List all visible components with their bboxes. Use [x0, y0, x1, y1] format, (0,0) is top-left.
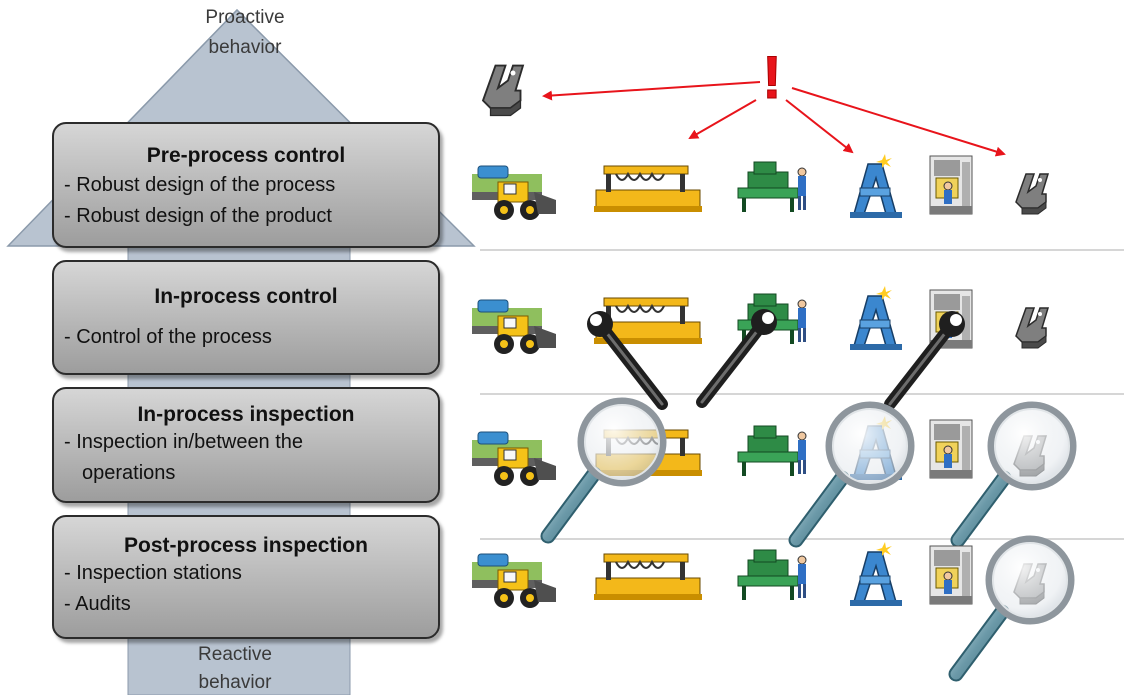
- in-process-item: - Control of the process: [64, 326, 272, 348]
- in-process-control-box: In-process control - Control of the proc…: [52, 260, 440, 375]
- post-process-inspection-row: [471, 539, 1071, 674]
- alert-arrow: [542, 81, 761, 101]
- alert-arrow: [688, 99, 757, 139]
- press-machine-icon: [737, 549, 807, 601]
- post-process-inspection-box: Post-process inspection - Inspection sta…: [52, 515, 440, 639]
- in-process-inspection-row: [471, 401, 1073, 540]
- alert-exclamation-icon: !: [762, 44, 782, 111]
- in-process-control-row: [471, 285, 1049, 404]
- product-part-icon: [1015, 173, 1049, 215]
- loader-machine-icon: [471, 165, 557, 221]
- loader-machine-icon: [471, 553, 557, 609]
- pre-process-item: - Robust design of the product: [64, 205, 332, 227]
- in-process-control-title: In-process control: [154, 285, 338, 308]
- pre-process-item: - Robust design of the process: [64, 174, 336, 196]
- proactive-label: Proactive behavior: [170, 3, 320, 63]
- reactive-label-line2: behavior: [198, 672, 272, 693]
- post-process-item: - Audits: [64, 593, 131, 615]
- pre-process-row: [471, 153, 1049, 221]
- welding-fixture-icon: [849, 541, 903, 607]
- magnifier-icon: [548, 401, 663, 536]
- in-process-inspection-title: In-process inspection: [137, 403, 355, 426]
- magnifier-icon: [956, 539, 1071, 674]
- magnifier-icon: [958, 405, 1073, 540]
- welding-fixture-icon: [849, 285, 903, 351]
- pre-process-control-box: Pre-process control - Robust design of t…: [52, 122, 440, 248]
- loader-machine-icon: [471, 299, 557, 355]
- proactive-label-line2: behavior: [208, 37, 282, 58]
- cutting-machine-icon: [593, 165, 703, 213]
- loader-machine-icon: [471, 431, 557, 487]
- in-process-inspection-item: operations: [82, 462, 176, 484]
- press-machine-icon: [737, 161, 807, 213]
- reactive-label: Reactive behavior: [160, 641, 310, 697]
- cutting-machine-icon: [593, 553, 703, 601]
- alert-arrows: [542, 81, 1006, 157]
- in-process-inspection-item: - Inspection in/between the: [64, 431, 304, 453]
- alert-arrow: [791, 87, 1006, 157]
- reactive-label-line1: Reactive: [198, 644, 272, 665]
- pre-process-control-title: Pre-process control: [146, 144, 346, 167]
- proactive-label-line1: Proactive: [205, 7, 285, 28]
- product-part-icon: [1015, 307, 1049, 349]
- product-part-icon: [482, 64, 524, 117]
- welding-fixture-icon: [849, 153, 903, 219]
- assembly-station-icon: [929, 545, 973, 605]
- post-process-item: - Inspection stations: [64, 562, 242, 584]
- magnifier-icon: [796, 405, 911, 540]
- assembly-station-icon: [929, 155, 973, 215]
- assembly-station-icon: [929, 419, 973, 479]
- in-process-inspection-box: In-process inspection - Inspection in/be…: [52, 387, 440, 503]
- press-machine-icon: [737, 425, 807, 477]
- alert-arrow: [785, 99, 854, 154]
- wrench-icon: [890, 311, 965, 404]
- post-process-inspection-title: Post-process inspection: [124, 534, 368, 557]
